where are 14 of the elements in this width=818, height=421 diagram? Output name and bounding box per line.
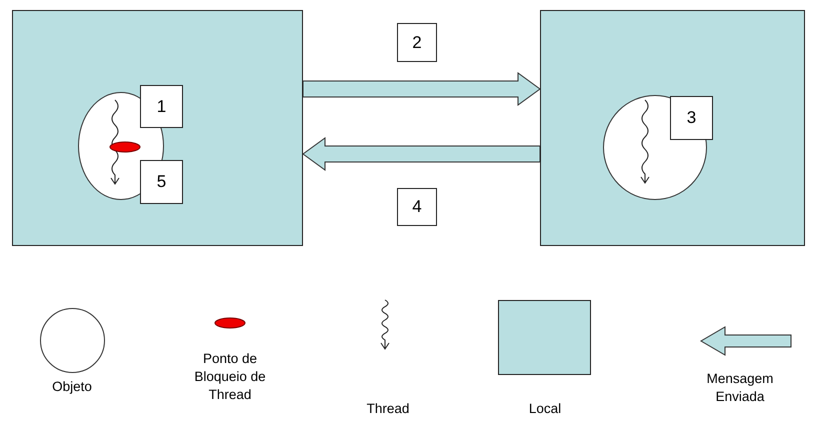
legend-label: Ponto de Bloqueio de Thread — [193, 350, 267, 404]
number-box: 2 — [397, 23, 437, 62]
message-arrow — [302, 137, 540, 171]
number-box: 3 — [670, 96, 713, 140]
legend-label: Objeto — [51, 378, 93, 396]
number-box: 1 — [140, 85, 183, 128]
message-arrow — [302, 72, 541, 106]
local-box — [12, 10, 303, 246]
legend-label: Thread — [366, 400, 410, 418]
legend-label: Mensagem Enviada — [706, 370, 774, 406]
local-box — [540, 10, 805, 246]
legend-label: Local — [528, 400, 562, 418]
number-box: 5 — [140, 160, 183, 204]
number-box: 4 — [397, 188, 437, 226]
